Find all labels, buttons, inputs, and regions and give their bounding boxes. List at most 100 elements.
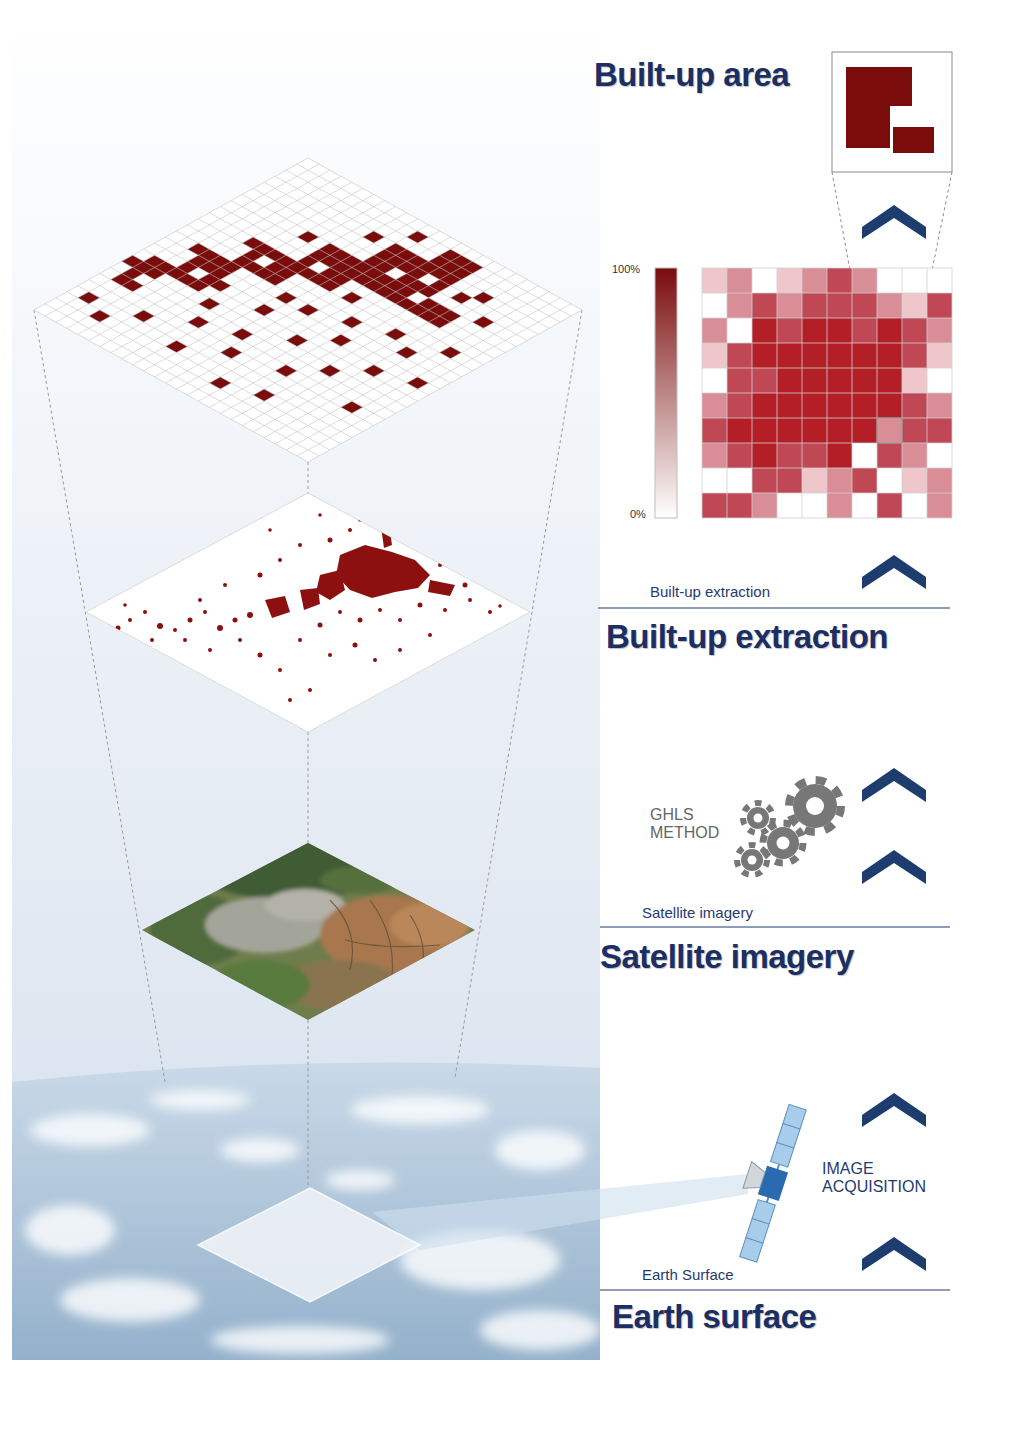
built-up-specks (233, 618, 238, 623)
built-up-specks (318, 513, 322, 517)
panel-ground (12, 10, 600, 1360)
satellite-tile (320, 866, 400, 894)
built-up-specks (418, 603, 423, 608)
percentage-grid (777, 318, 802, 343)
section-heading: Built-up extraction (606, 618, 888, 656)
earth-surface (220, 1138, 300, 1162)
built-up-specks (358, 618, 363, 623)
percentage-grid (777, 293, 802, 318)
satellite-icon (740, 1200, 776, 1263)
percentage-grid (927, 468, 952, 493)
footprint-tile (198, 1188, 420, 1302)
percentage-grid (827, 443, 852, 468)
gear-icon (741, 849, 763, 871)
built-up-grid (34, 158, 582, 462)
percentage-grid (752, 493, 777, 518)
inset-box (893, 127, 934, 153)
percentage-grid (727, 393, 752, 418)
percentage-grid (852, 268, 877, 293)
gear-icon (777, 837, 790, 850)
percentage-grid (702, 418, 727, 443)
percentage-grid (852, 468, 877, 493)
built-up-specks (198, 598, 202, 602)
percentage-grid (702, 318, 727, 343)
built-up-specks (353, 643, 358, 648)
built-up-specks (316, 570, 345, 600)
gear-icon (747, 807, 769, 829)
percentage-grid (927, 343, 952, 368)
built-up-specks (373, 658, 377, 662)
built-up-specks (203, 610, 207, 614)
percentage-grid (727, 443, 752, 468)
scale-label: 0% (630, 508, 646, 521)
process-label: IMAGE ACQUISITION (822, 1160, 947, 1197)
up-chevron (862, 555, 926, 589)
satellite-tile (330, 900, 440, 990)
built-up-specks (188, 618, 193, 623)
section-heading: Earth surface (612, 1298, 816, 1336)
step-label: Built-up extraction (650, 583, 770, 600)
percentage-grid (802, 468, 827, 493)
percentage-grid (752, 318, 777, 343)
up-chevron (862, 768, 926, 802)
guide-line (455, 310, 582, 1078)
step-label: Satellite imagery (642, 904, 753, 921)
percentage-grid (877, 493, 902, 518)
satellite-tile (390, 903, 470, 947)
gear-icon (743, 803, 773, 833)
built-up-specks (223, 583, 227, 587)
built-up-specks (258, 573, 263, 578)
percentage-grid (702, 343, 727, 368)
up-chevron (862, 850, 926, 884)
percentage-grid (927, 493, 952, 518)
built-up-specks (268, 528, 272, 532)
gear-icon (793, 784, 837, 828)
section-heading: Built-up area (594, 56, 789, 94)
built-up-grid (34, 158, 582, 462)
earth-surface (30, 1114, 150, 1146)
built-up-specks (247, 612, 253, 618)
built-up-specks (328, 538, 333, 543)
percentage-grid (702, 268, 727, 293)
built-up-specks (208, 648, 212, 652)
percentage-grid (802, 293, 877, 318)
percentage-grid (902, 443, 927, 468)
built-up-specks (398, 618, 402, 622)
built-up-specks (173, 628, 177, 632)
percentage-grid (752, 443, 777, 468)
built-up-specks (157, 623, 163, 629)
built-up-specks (428, 580, 455, 596)
built-up-specks (380, 518, 392, 548)
earth-surface (325, 1170, 395, 1190)
built-up-specks (288, 698, 292, 702)
percentage-grid (902, 393, 927, 418)
built-up-grid (34, 158, 582, 462)
built-up-specks (298, 543, 302, 547)
percentage-grid (877, 318, 902, 343)
up-chevron (862, 1093, 926, 1127)
built-up-specks (428, 633, 432, 637)
scale-label: 100% (612, 263, 640, 276)
percentage-grid (827, 268, 852, 293)
gear-icon (763, 823, 803, 863)
section-heading: Satellite imagery (600, 938, 854, 976)
satellite-icon (746, 1238, 763, 1244)
up-chevron (862, 205, 926, 239)
built-up-specks (116, 626, 121, 631)
percentage-grid (827, 468, 852, 493)
satellite-tile (150, 840, 470, 1010)
percentage-grid (727, 293, 752, 318)
built-up-specks (468, 598, 472, 602)
percentage-grid (702, 443, 727, 468)
built-up-specks (265, 596, 290, 618)
separator-line (598, 608, 950, 1290)
built-up-specks (150, 638, 154, 642)
percentage-grid (852, 318, 877, 343)
built-up-specks (463, 583, 468, 588)
built-up-specks (336, 545, 430, 598)
percentage-grid (777, 268, 802, 293)
built-up-specks (298, 638, 302, 642)
built-up-specks (278, 558, 282, 562)
earth-surface (210, 1326, 390, 1354)
